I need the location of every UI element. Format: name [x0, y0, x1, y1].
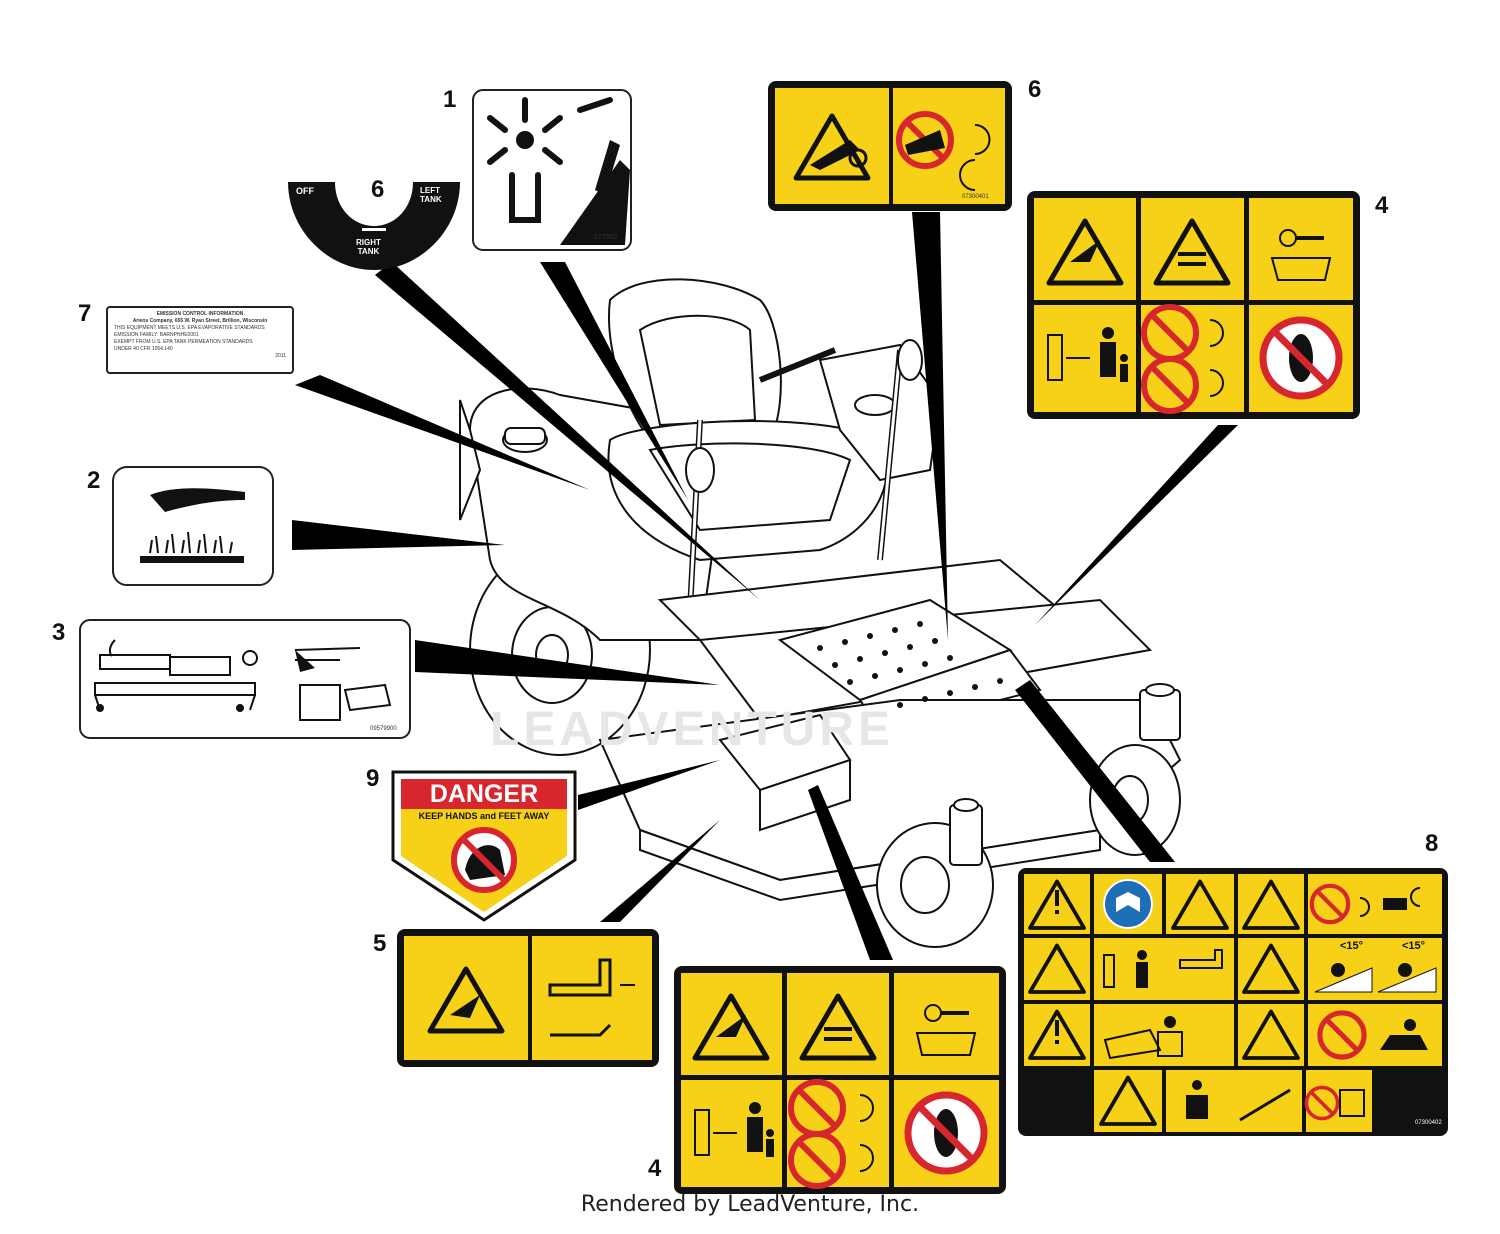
foot-plate-holes [817, 621, 1003, 708]
emission-line3: EMISSION FAMILY: BARNPNHE0001 [114, 332, 199, 338]
emission-year: 2011 [275, 353, 286, 359]
watermark: LEADVENTURE [490, 703, 895, 756]
callout-6-fuel: 6 [371, 176, 385, 203]
decal-7-emission-label: EMISSION CONTROL INFORMATION Ariens Comp… [106, 306, 294, 374]
callout-3: 3 [52, 619, 66, 646]
emission-title: EMISSION CONTROL INFORMATION [156, 311, 244, 317]
callout-6-belt: 6 [1028, 76, 1042, 103]
decal-6-belt-hazard [768, 81, 1012, 211]
decal-9-danger [391, 770, 577, 922]
callout-2: 2 [87, 467, 101, 494]
decal-1-entanglement [472, 89, 632, 251]
decal-8-operator-safety [1018, 868, 1448, 1136]
emission-line4: EXEMPT FROM U.S. EPA TANK PERMEATION STA… [114, 339, 253, 345]
callout-7: 7 [78, 300, 92, 327]
footer-credit: Rendered by LeadVenture, Inc. [580, 1192, 920, 1217]
decal-5 [397, 929, 659, 1067]
part-number-decal1: 177562 [594, 234, 618, 241]
decal-6-fuel-selector [288, 182, 460, 270]
callout-1: 1 [443, 86, 457, 113]
fuel-left-tank-label: LEFT TANK [420, 186, 442, 204]
emission-line2: THIS EQUIPMENT MEETS U.S. EPA EVAPORATIV… [114, 325, 265, 331]
emission-line1: Ariens Company, 655 W. Ryan Street, Bril… [132, 318, 268, 324]
slope-label-b: <15° [1402, 940, 1426, 952]
fuel-right-tank-label: RIGHT TANK [356, 238, 381, 256]
callout-5: 5 [373, 930, 387, 957]
part-number-decal6: 07300401 [962, 194, 989, 200]
fuel-off-label: OFF [296, 186, 314, 196]
callout-4-upper: 4 [1375, 192, 1389, 219]
slope-label-a: <15° [1340, 940, 1364, 952]
decal-2-hot-surface [112, 466, 274, 586]
callout-9: 9 [366, 765, 380, 792]
part-number-decal3: 09579900 [370, 726, 397, 732]
danger-title: DANGER [429, 780, 539, 808]
decal-4-upper [1027, 191, 1360, 419]
callout-4-lower: 4 [648, 1155, 662, 1182]
danger-subtitle: KEEP HANDS and FEET AWAY [418, 811, 550, 821]
emission-line5: UNDER 40 CFR 1054.140 [114, 346, 173, 352]
decal-3-bypass [79, 619, 411, 739]
decal-4-lower [674, 966, 1006, 1194]
leader-lines [292, 212, 1238, 960]
callout-8: 8 [1425, 830, 1439, 857]
part-number-decal8: 07300402 [1415, 1120, 1442, 1126]
